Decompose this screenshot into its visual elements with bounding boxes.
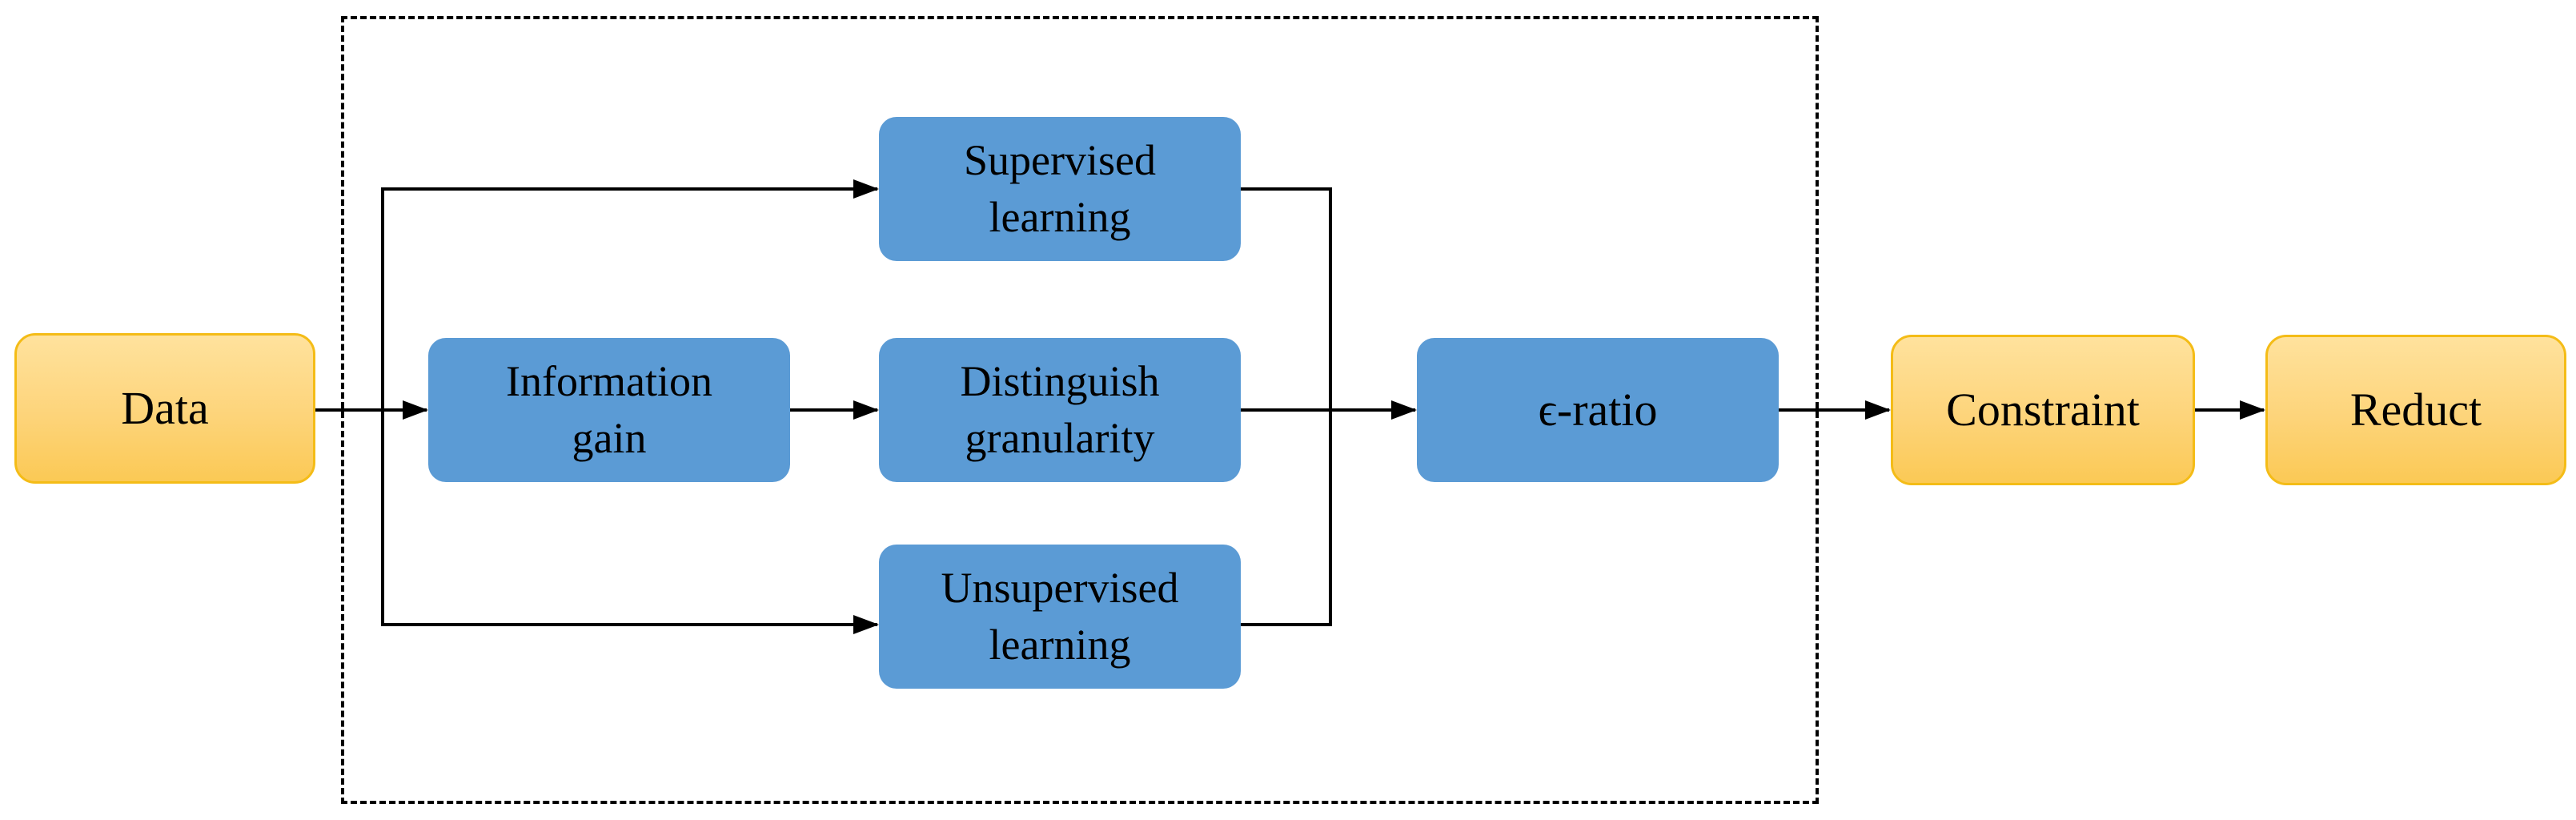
constraint-label: Constraint <box>1946 383 2140 436</box>
supervised-learning-node: Supervised learning <box>879 117 1241 261</box>
distinguish-granularity-label: Distinguish granularity <box>960 356 1160 462</box>
reduct-label: Reduct <box>2349 383 2482 436</box>
distinguish-granularity-node: Distinguish granularity <box>879 338 1241 482</box>
information-gain-label: Information gain <box>506 356 712 462</box>
data-node-label: Data <box>121 381 209 434</box>
constraint-node: Constraint <box>1891 335 2195 485</box>
unsupervised-learning-label: Unsupervised learning <box>941 563 1179 669</box>
supervised-learning-label: Supervised learning <box>964 135 1156 241</box>
edge-unsupervised-learning-merge <box>1241 410 1332 626</box>
edge-data-to-supervised-learning <box>381 179 879 410</box>
reduct-node: Reduct <box>2265 335 2566 485</box>
unsupervised-learning-node: Unsupervised learning <box>879 545 1241 689</box>
epsilon-ratio-label: ϵ-ratio <box>1538 383 1658 436</box>
data-node: Data <box>14 333 315 484</box>
information-gain-node: Information gain <box>428 338 790 482</box>
edge-data-to-unsupervised-learning <box>381 410 879 634</box>
edge-supervised-learning-merge <box>1241 187 1332 410</box>
epsilon-ratio-node: ϵ-ratio <box>1417 338 1779 482</box>
